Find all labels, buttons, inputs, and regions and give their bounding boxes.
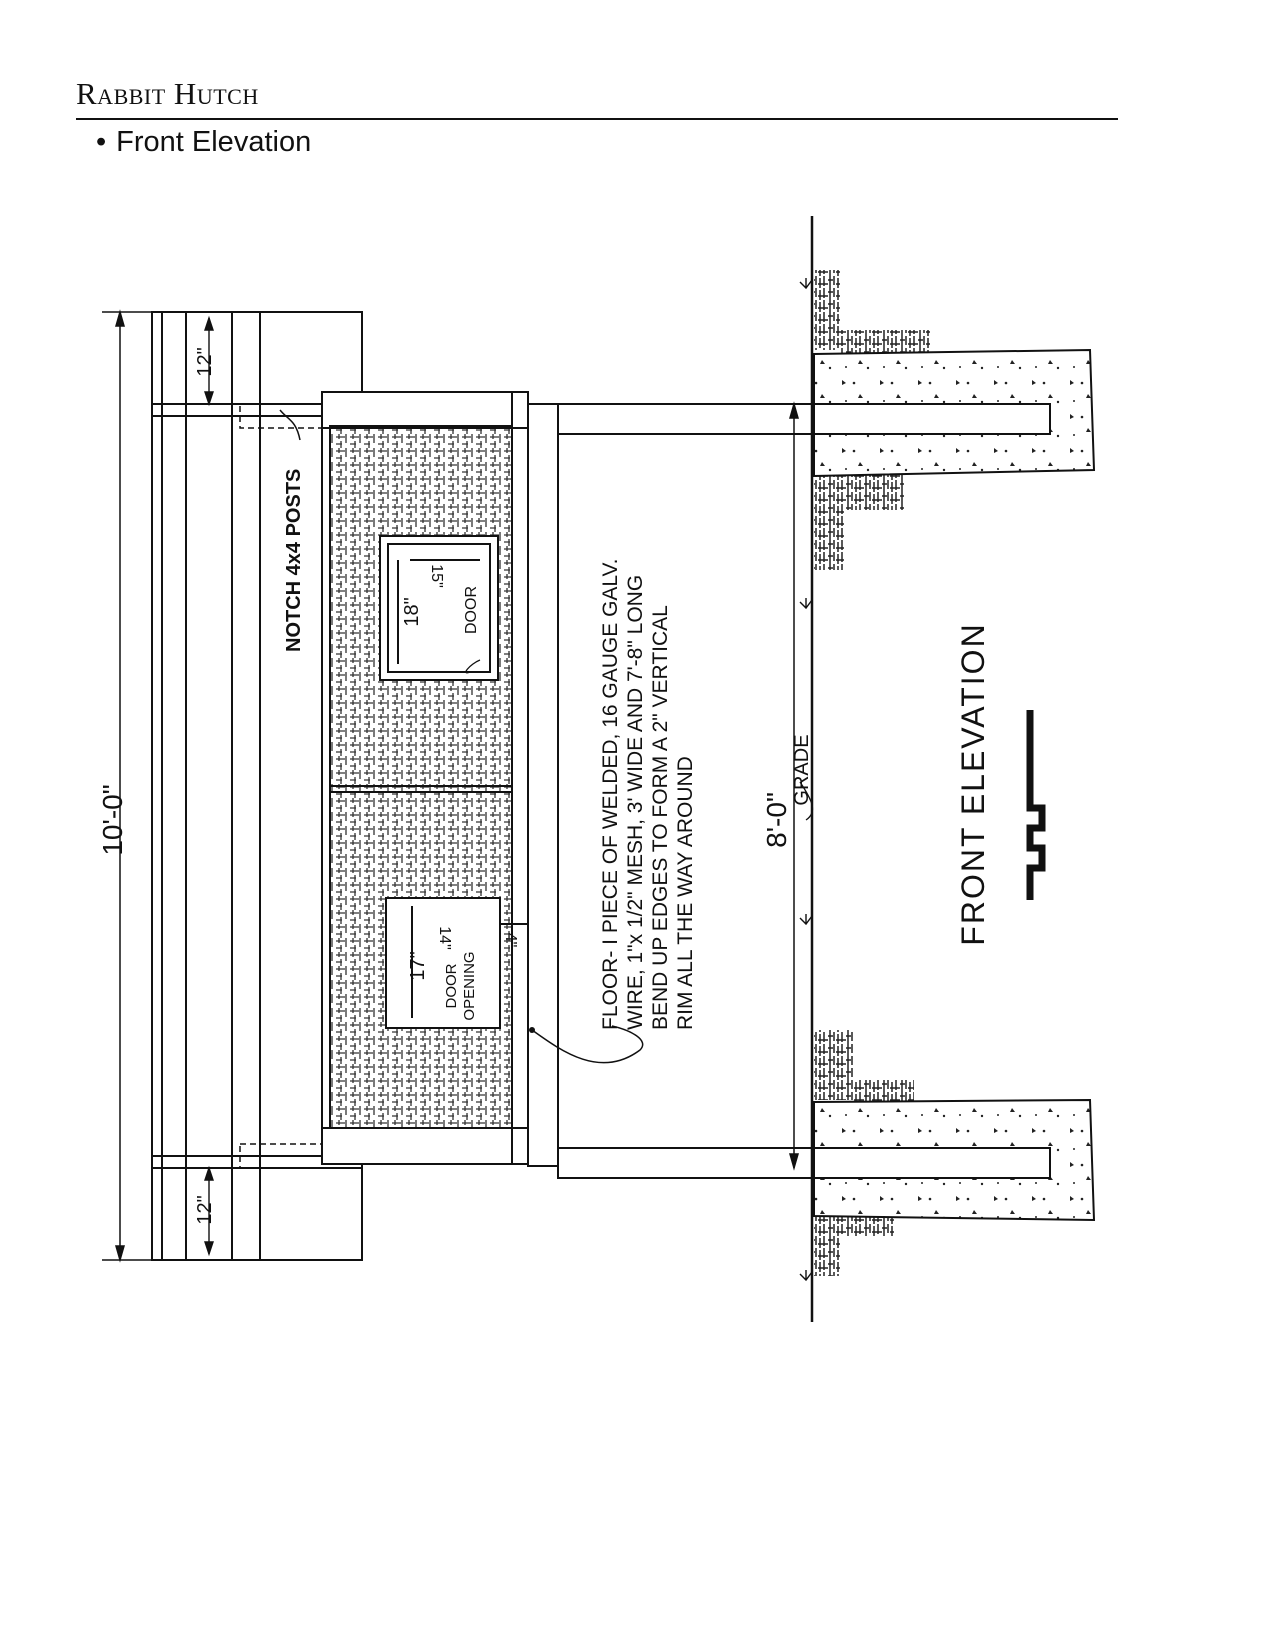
- floor-note-line-1: FLOOR- I PIECE OF WELDED, 16 GAUGE GALV.: [599, 559, 622, 1030]
- post-height-label: 8'-0": [761, 792, 792, 848]
- post-height-dimension: [789, 401, 799, 1171]
- small-door: [379, 535, 499, 681]
- floor-note-line-3: BEND UP EDGES TO FORM A 2" VERTICAL: [649, 605, 672, 1030]
- page-subtitle: • Front Elevation: [96, 126, 311, 159]
- door-opening-side-label: 4": [502, 933, 519, 948]
- grade-label: GRADE: [791, 734, 813, 805]
- floor-note-leader: [531, 1025, 644, 1064]
- overhang-top-label: 12": [194, 347, 216, 376]
- small-door-height-label: 15": [428, 564, 445, 587]
- bullet-icon: •: [96, 126, 107, 158]
- scale-bar: [1026, 710, 1046, 900]
- floor-note-line-4: RIM ALL THE WAY AROUND: [674, 756, 697, 1030]
- overall-width-label: 10'-0": [97, 784, 128, 855]
- overhang-bottom-label: 12": [194, 1195, 216, 1224]
- grass-marks: [799, 278, 813, 1282]
- view-title: FRONT ELEVATION: [955, 622, 991, 945]
- hutch-body: [321, 391, 529, 1165]
- subtitle-text: Front Elevation: [116, 126, 312, 158]
- notch-note: NOTCH 4x4 POSTS: [283, 469, 305, 652]
- small-door-leader: [465, 659, 481, 674]
- door-opening-width-label: 17": [407, 951, 429, 980]
- floor-note: FLOOR- I PIECE OF WELDED, 16 GAUGE GALV.…: [599, 559, 697, 1030]
- small-door-width-label: 18": [401, 597, 423, 626]
- notch-leader: [279, 409, 301, 441]
- notch-post-details: [239, 403, 356, 1169]
- title-rule: [76, 118, 1118, 120]
- floor-note-dot: [529, 1027, 535, 1033]
- door-opening-label-1: DOOR: [443, 963, 460, 1008]
- door-opening: [385, 897, 528, 1029]
- floor-note-line-2: WIRE, 1"x 1/2" MESH, 3' WIDE AND 7'-8" L…: [624, 575, 647, 1030]
- page-title: Rabbit Hutch: [76, 76, 259, 111]
- overhang-dimensions: [204, 315, 214, 1257]
- small-door-label: DOOR: [463, 586, 480, 634]
- overall-width-dimension: [102, 309, 152, 1263]
- concrete-footings: [813, 348, 1096, 1222]
- door-opening-label-2: OPENING: [461, 951, 478, 1020]
- door-opening-height-label: 14": [436, 926, 453, 949]
- posts: [527, 403, 1051, 1179]
